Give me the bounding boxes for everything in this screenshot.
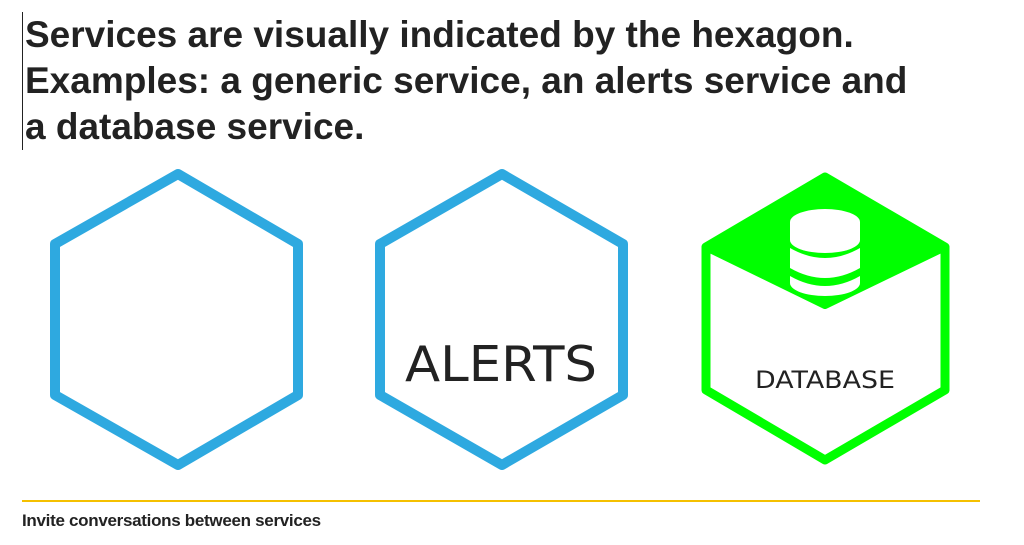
title-line-3: a database service. [25,106,365,147]
title-line-1: Services are visually indicated by the h… [25,14,854,55]
footer-caption: Invite conversations between services [22,511,321,530]
alerts-service-hexagon [375,169,628,470]
title-line-2: Examples: a generic service, an alerts s… [25,60,908,101]
database-icon [790,209,860,296]
database-service-hexagon [701,172,950,465]
footer-divider [22,500,980,502]
generic-service-hexagon [50,169,303,470]
alerts-label: ALERTS [405,336,597,393]
database-label: DATABASE [755,366,895,394]
slide-title: Services are visually indicated by the h… [22,12,1015,150]
